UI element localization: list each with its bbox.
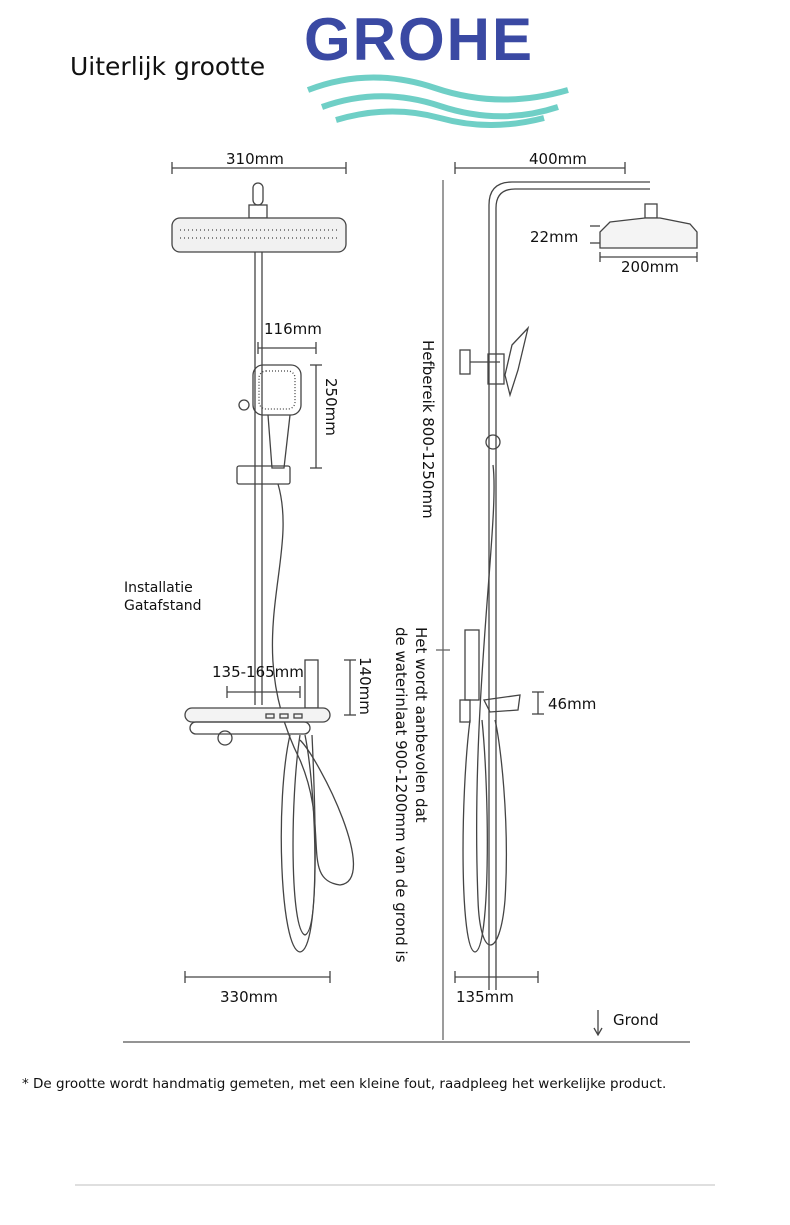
right-side-view bbox=[454, 162, 698, 1037]
lift-range-label: Hefbereik 800-1250mm bbox=[419, 340, 437, 519]
dim-mixer-height: 140mm bbox=[356, 657, 374, 715]
left-front-view bbox=[171, 162, 356, 983]
footnote: * De grootte wordt handmatig gemeten, me… bbox=[22, 1076, 667, 1092]
recommend-line-2: de waterinlaat 900-1200mm van de grond i… bbox=[392, 627, 410, 963]
dim-head-width: 310mm bbox=[226, 150, 284, 168]
install-label-2: Gatafstand bbox=[124, 598, 202, 614]
ground-label: Grond bbox=[613, 1011, 659, 1029]
dim-soap-dish: 46mm bbox=[548, 695, 597, 713]
dim-handshower-offset: 116mm bbox=[264, 320, 322, 338]
dim-head-diameter: 200mm bbox=[621, 258, 679, 276]
svg-text:GROHE: GROHE bbox=[304, 8, 534, 73]
dim-arm-reach: 400mm bbox=[529, 150, 587, 168]
dim-inlet-spacing: 135-165mm bbox=[212, 663, 304, 681]
dim-handshower-length: 250mm bbox=[322, 378, 340, 436]
grohe-logo: GROHE bbox=[304, 8, 569, 128]
page-title: Uiterlijk grootte bbox=[70, 52, 266, 81]
dim-shelf-width: 330mm bbox=[220, 988, 278, 1006]
dim-wall-distance: 135mm bbox=[456, 988, 514, 1006]
recommend-line-1: Het wordt aanbevolen dat bbox=[412, 627, 430, 823]
install-label-1: Installatie bbox=[124, 580, 193, 596]
dim-head-thickness: 22mm bbox=[530, 228, 579, 246]
